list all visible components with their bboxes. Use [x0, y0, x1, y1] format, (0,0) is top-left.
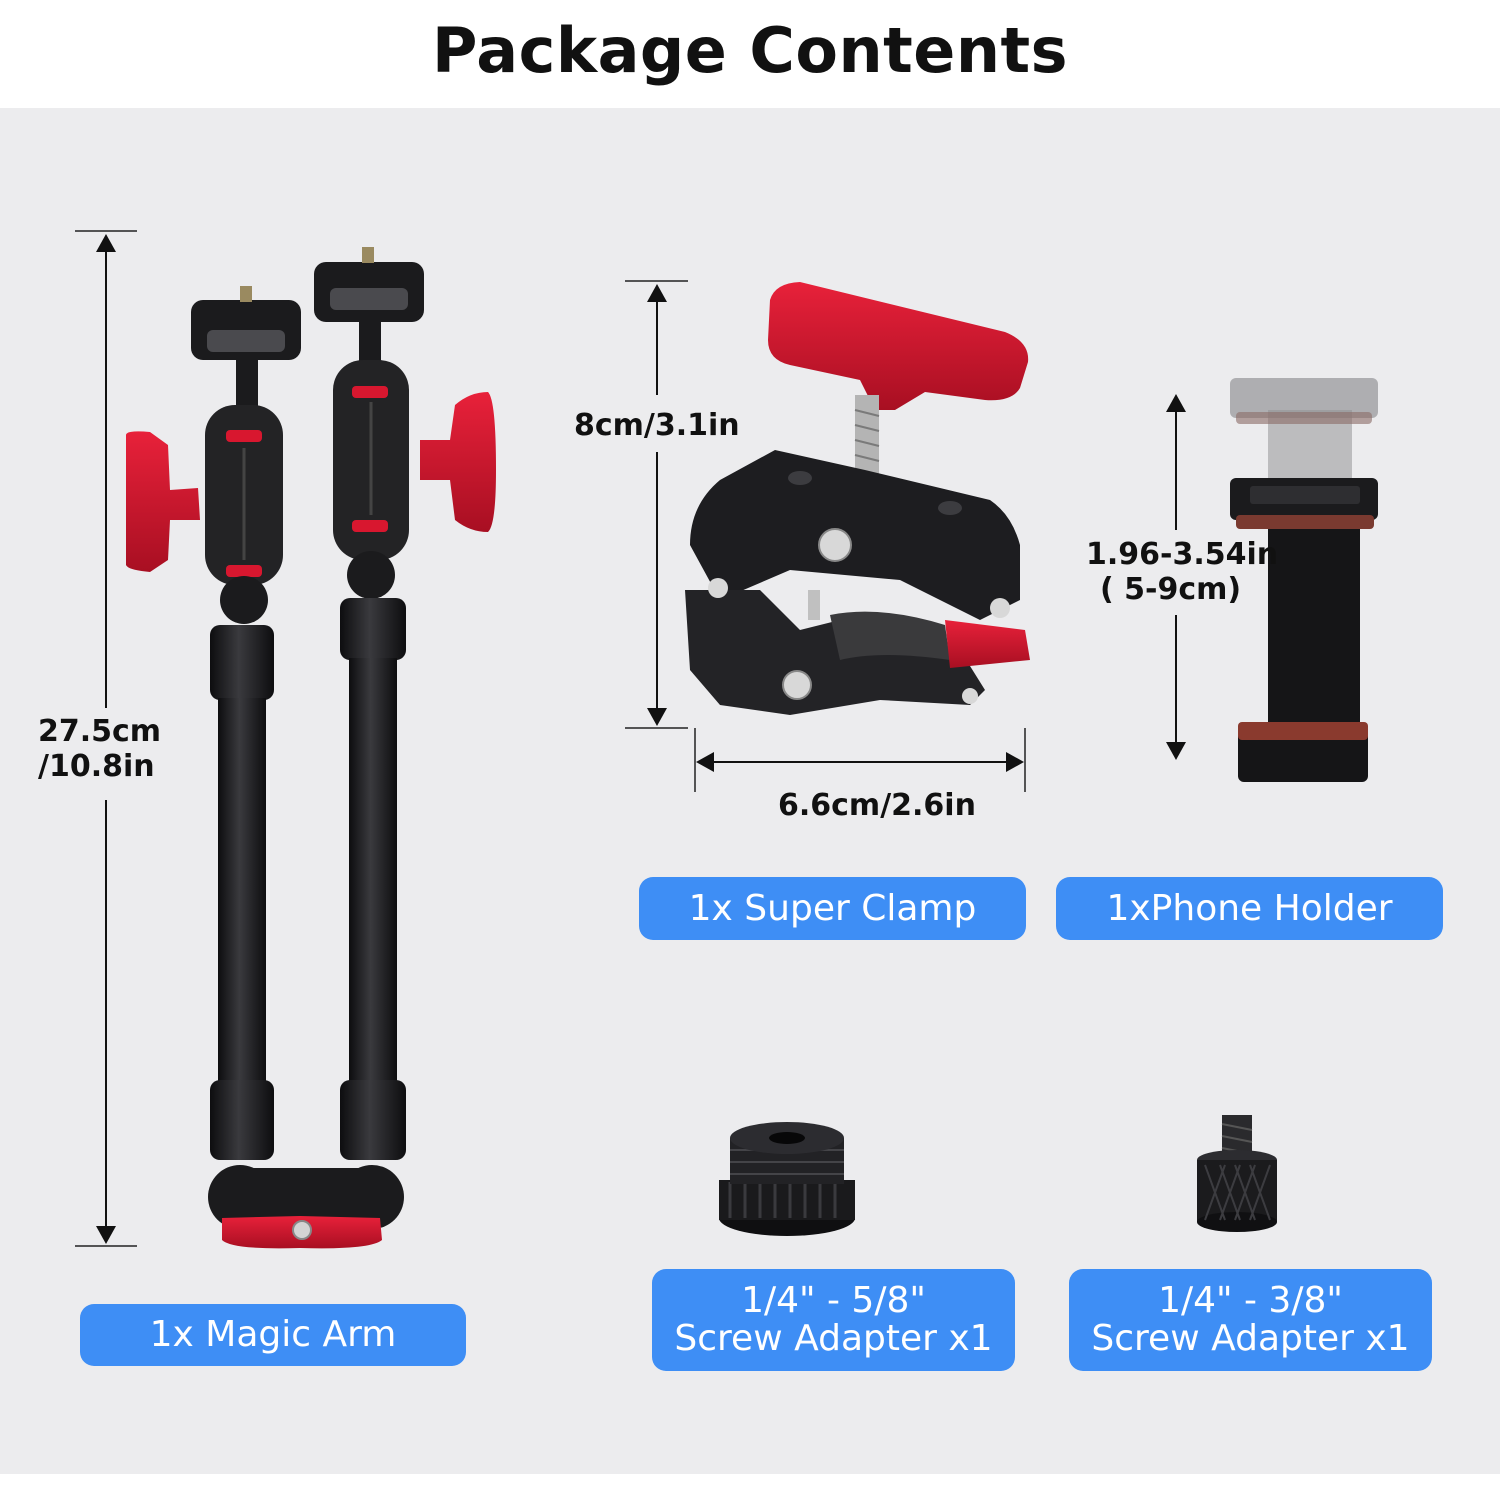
super-clamp-label-text: 1x Super Clamp [688, 887, 977, 929]
clamp-height-dimension: 8cm/3.1in [574, 408, 740, 443]
magic-arm-dimension-line [75, 230, 137, 1247]
magic-arm-image [126, 247, 496, 1249]
magic-arm-label: 1x Magic Arm [80, 1304, 466, 1366]
super-clamp-label: 1x Super Clamp [639, 877, 1026, 940]
adapter-38-label-size: 1/4" - 3/8" [1158, 1280, 1343, 1321]
adapter-58-image [719, 1122, 855, 1236]
phone-holder-range: 1.96-3.54in ( 5-9cm) [1086, 537, 1278, 607]
adapter-58-label-size: 1/4" - 5/8" [741, 1280, 926, 1321]
phone-holder-label: 1xPhone Holder [1056, 877, 1443, 940]
page-title: Package Contents [431, 14, 1069, 87]
adapter-58-label-name: Screw Adapter x1 [674, 1318, 993, 1359]
adapter-38-label-name: Screw Adapter x1 [1091, 1318, 1410, 1359]
adapter-58-label: 1/4" - 5/8" Screw Adapter x1 [652, 1269, 1015, 1371]
clamp-height-dimension-line [625, 280, 688, 729]
phone-holder-range-in: 1.96-3.54in [1086, 537, 1279, 572]
super-clamp-image [685, 282, 1030, 715]
adapter-38-label: 1/4" - 3/8" Screw Adapter x1 [1069, 1269, 1432, 1371]
magic-arm-label-text: 1x Magic Arm [149, 1314, 397, 1355]
adapter-38-image [1197, 1115, 1277, 1232]
phone-holder-label-text: 1xPhone Holder [1106, 887, 1393, 929]
magic-arm-dimension-cm: 27.5cm [38, 714, 162, 749]
phone-holder-range-cm: ( 5-9cm) [1100, 572, 1242, 607]
magic-arm-dimension-in: /10.8in [38, 749, 155, 784]
phone-holder-image [1230, 378, 1378, 782]
phone-holder-dimension-line [1166, 394, 1186, 760]
magic-arm-dimension: 27.5cm /10.8in [38, 714, 161, 784]
clamp-width-dimension: 6.6cm/2.6in [778, 788, 976, 823]
clamp-width-dimension-line [694, 728, 1026, 792]
